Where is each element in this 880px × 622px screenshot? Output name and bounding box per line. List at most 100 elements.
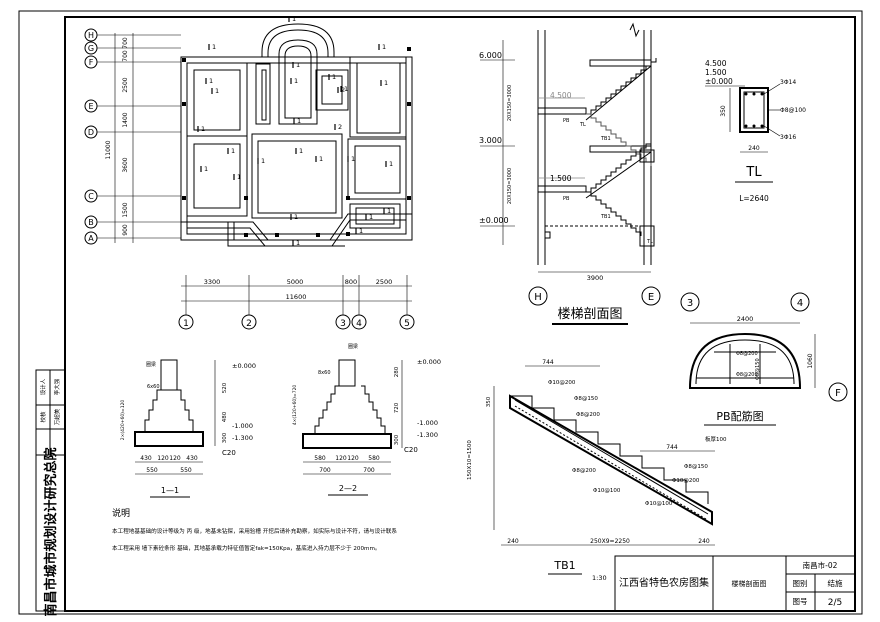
- section-mark: 1: [257, 157, 265, 165]
- axis-row-h: H: [84, 28, 181, 42]
- col-dim-5000: 5000: [287, 278, 304, 286]
- section-mark: 2: [337, 86, 345, 94]
- tb1-rebar-4: Φ10@100: [593, 488, 621, 494]
- axis-row-label: H: [88, 31, 94, 40]
- axis-row-f: F: [84, 55, 181, 69]
- row-dim-700a: 700: [122, 37, 129, 49]
- f1-bd-2: 120: [169, 455, 181, 462]
- level-6000: 6.000: [479, 51, 502, 60]
- title-block: 设计人 李大强 校核 万超美 南昌市城市规划设计研究总院 江西省特色农房图集 楼…: [35, 369, 856, 617]
- notes-heading: 说明: [112, 507, 130, 519]
- section-mark-label: 1: [294, 213, 298, 221]
- axis-row-label: B: [88, 218, 94, 227]
- f2-bd-3: 580: [368, 455, 380, 462]
- tb-no-label: 图号: [793, 597, 808, 606]
- tl-bottom-rebar: 3Φ16: [780, 134, 796, 141]
- col-dim-total: 11600: [286, 293, 307, 301]
- tb-cat-value: 结施: [828, 578, 843, 588]
- section-mark: 1: [208, 43, 216, 51]
- notes: 说明 本工程地基基础的设计等级为 丙 级，地基未钻探，采用验槽 开挖后请补充勘察…: [112, 507, 397, 552]
- section-mark-label: 1: [382, 43, 386, 51]
- axis-col-label: 5: [404, 319, 410, 329]
- pb-axis-f: F: [835, 388, 841, 399]
- tag-pb-lower: PB: [563, 196, 570, 202]
- axis-row-label: A: [88, 234, 94, 243]
- f1-dim-480: 480: [222, 411, 228, 422]
- tb1-rebar-0: Φ10@200: [548, 380, 576, 386]
- f1-level-1: -1.000: [232, 422, 253, 430]
- f1-beam: 6x60: [147, 384, 160, 390]
- tb-org: 南昌市城市规划设计研究总院: [43, 447, 59, 616]
- section-mark-label: 1: [299, 147, 303, 155]
- section-mark-label: 1: [237, 173, 241, 181]
- tl-length: L=2640: [739, 194, 769, 203]
- col-dim-2500: 2500: [376, 278, 393, 286]
- section-mark: 1: [227, 147, 235, 155]
- axis-row-g: G: [84, 41, 181, 55]
- tb1-rebar-3: Φ8@200: [572, 468, 596, 474]
- axis-col-2: 2: [241, 275, 257, 330]
- f2-dim-280: 280: [394, 366, 400, 377]
- axis-row-e: E: [84, 99, 181, 113]
- f2-beam: 8x60: [318, 370, 331, 376]
- stair-section-title: 楼梯剖面图: [557, 307, 622, 322]
- section-mark: 1: [328, 73, 336, 81]
- inner-frame: [64, 16, 856, 612]
- f2-level-0: ±0.000: [417, 358, 441, 366]
- pb-span: 2400: [737, 315, 754, 323]
- tag-tl-lower: TL: [646, 239, 653, 245]
- section-mark-label: 1: [359, 227, 363, 235]
- f2-bd-1: 120: [335, 455, 347, 462]
- f1-c20: C20: [222, 449, 236, 457]
- tb1-bottom-0: 240: [507, 538, 519, 545]
- axis-row-a: A: [84, 231, 181, 245]
- section-mark-label: 1: [261, 157, 265, 165]
- axis-row-label: C: [88, 192, 94, 201]
- section-mark-label: 1: [215, 87, 219, 95]
- f1-label-top: 圈梁: [146, 361, 156, 368]
- axis-col-5: 5: [399, 275, 415, 330]
- tl-level-0000: ±0.000: [705, 77, 733, 86]
- tl-title: TL: [745, 165, 762, 180]
- tb1-bottom-1: 250X9=2250: [590, 538, 630, 545]
- f2-bd-2: 120: [347, 455, 359, 462]
- pb-height: 1060: [807, 353, 814, 368]
- axis-col-1: 1: [178, 275, 194, 330]
- axis-row-b: B: [84, 215, 181, 229]
- section-mark-label: 1: [296, 239, 300, 247]
- flight-dim-upper: 20X150=3000: [507, 85, 513, 121]
- axis-row-label: G: [88, 44, 94, 53]
- axis-h-stair: H: [534, 292, 542, 303]
- tb1-scale: 1:30: [592, 574, 607, 582]
- section-mark: 1: [378, 43, 386, 51]
- row-dim-700b: 700: [122, 50, 129, 62]
- tb1-bottom-2: 240: [698, 538, 710, 545]
- section-mark-label: 1: [294, 77, 298, 85]
- section-mark: 1: [290, 77, 298, 85]
- tb1-rebar-7: Φ10@100: [645, 501, 673, 507]
- flight-dim-lower: 20X150=3000: [507, 168, 513, 204]
- stair-section: 6.000 3.000 ±0.000 20X150=3000 20X150=30…: [479, 22, 661, 325]
- section-mark-label: 1: [201, 125, 205, 133]
- row-dim-3600: 3600: [122, 157, 129, 172]
- row-dim-1500: 1500: [122, 202, 129, 217]
- f2-bd-0: 580: [314, 455, 326, 462]
- section-mark: 1: [197, 125, 205, 133]
- tl-top-rebar: 3Φ14: [780, 79, 796, 86]
- tl-beam-detail: 4.500 1.500 ±0.000 350 3Φ14 Φ8@100 3Φ16 …: [705, 59, 806, 203]
- section-mark-label: 1: [319, 155, 323, 163]
- axis-col-3: 3: [335, 275, 351, 330]
- f2-dim-720: 720: [394, 402, 400, 413]
- tl-width: 240: [748, 145, 760, 152]
- f1-half-0: 550: [146, 467, 158, 474]
- tl-level-1500: 1.500: [705, 68, 727, 77]
- axis-row-c: C: [84, 189, 181, 203]
- level-4500: 4.500: [550, 91, 572, 100]
- row-dim-total: 11000: [105, 140, 112, 159]
- section-mark-label: 2: [338, 123, 342, 131]
- pb-title: PB配筋图: [716, 409, 763, 423]
- tl-height: 350: [720, 105, 727, 117]
- axis-row-label: E: [88, 102, 93, 111]
- tb1-rebar-2: Φ8@200: [576, 412, 600, 418]
- section-mark-label: 1: [332, 73, 336, 81]
